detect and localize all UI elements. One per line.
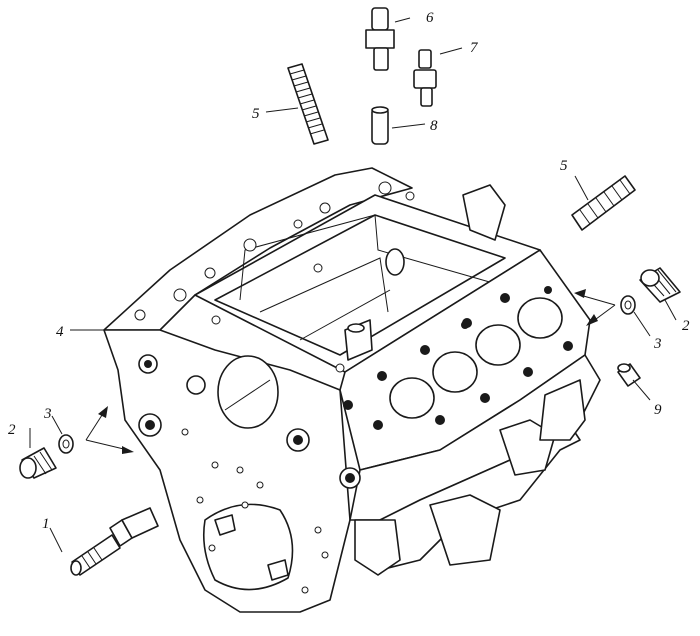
callout-4: 4	[56, 324, 64, 340]
callout-numbers: 1 2 2 3 3 4 5 5 6 7 8 9	[8, 10, 690, 532]
stepped-stud-6	[365, 7, 395, 71]
callout-3-left: 3	[43, 406, 52, 422]
washer-right	[620, 295, 636, 315]
dowel-8	[371, 106, 389, 145]
washer-left	[58, 434, 74, 454]
leader-lines	[29, 17, 677, 553]
plug-left	[19, 447, 57, 479]
stud-right	[571, 175, 636, 231]
stepped-pin-7	[413, 49, 437, 107]
callout-1: 1	[42, 516, 50, 532]
callout-9: 9	[654, 402, 662, 418]
shaft-pin-1	[70, 507, 159, 576]
callout-2-left: 2	[8, 422, 16, 438]
stud-left	[287, 63, 329, 145]
insertion-arrows	[85, 289, 616, 454]
callout-7: 7	[470, 40, 479, 56]
callout-5-right: 5	[560, 158, 568, 174]
plug-9	[617, 363, 641, 387]
plug-right	[639, 267, 681, 303]
callout-2-right: 2	[682, 318, 690, 334]
callout-6: 6	[426, 10, 434, 26]
callout-3-right: 3	[653, 336, 662, 352]
cylinder-block	[103, 167, 601, 613]
callout-8: 8	[430, 118, 438, 134]
callout-5-left: 5	[252, 106, 260, 122]
